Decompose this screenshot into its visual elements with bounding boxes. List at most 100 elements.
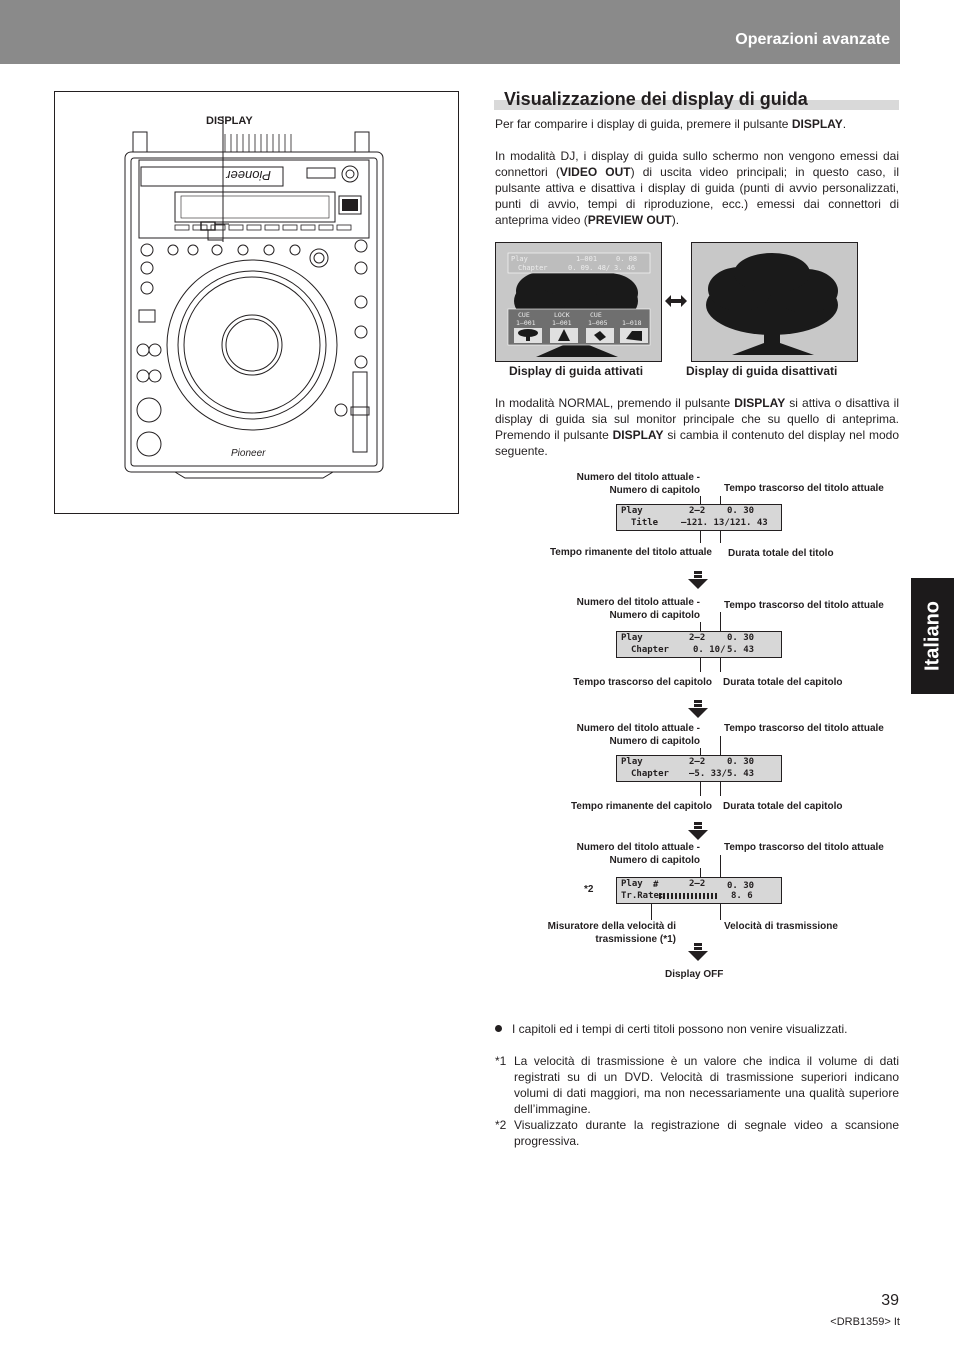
- state1-lcd: Play 2–2 0. 30 Title –121. 13/121. 43: [616, 504, 782, 531]
- screen-row2-c: 3. 46: [614, 264, 635, 272]
- state2-r2c: 5. 43: [727, 645, 755, 655]
- cue2-label: LOCK: [554, 311, 570, 319]
- state2-r1c: 0. 30: [727, 633, 755, 643]
- state3-r2a: Chapter: [631, 769, 669, 779]
- state4-top-left-label: Numero del titolo attuale - Numero di ca…: [576, 842, 700, 866]
- state4-r1hash: #: [653, 880, 659, 890]
- state2-tick-tl: [700, 622, 701, 631]
- state1-r2a: Title: [631, 518, 659, 528]
- state1-bottom-right-label: Durata totale del titolo: [728, 548, 834, 559]
- note-bullet: I capitoli ed i tempi di certi titoli po…: [495, 1021, 899, 1037]
- state4-top-right-label: Tempo trascorso del titolo attuale: [724, 842, 884, 853]
- normal-mode-paragraph: In modalità NORMAL, premendo il pulsante…: [495, 395, 899, 459]
- intro-paragraph-2: In modalità DJ, i display di guida sullo…: [495, 148, 899, 228]
- header-title: Operazioni avanzate: [735, 31, 890, 48]
- state2-r1b: 2–2: [689, 633, 706, 643]
- normal-e: si cambia il contenuto del display nel m…: [495, 428, 899, 458]
- state3-r2c: 5. 43: [727, 769, 755, 779]
- intro-p2-b: VIDEO OUT: [559, 165, 631, 179]
- state1-r1a: Play: [621, 506, 643, 516]
- screen-row2-a: Chapter: [518, 264, 548, 272]
- state3-tick-br: [720, 782, 721, 796]
- state2-tick-bl: [700, 658, 701, 672]
- state4-r2a: Tr.Rate:: [621, 891, 665, 901]
- down-arrow-icon: [688, 822, 708, 845]
- brand-mark-mirrored: Pioneer: [226, 168, 271, 183]
- state2-tick-br: [720, 658, 721, 672]
- normal-a: In modalità NORMAL, premendo il pulsante: [495, 396, 735, 410]
- tree-image-off: [706, 253, 838, 355]
- section-title-underline: [494, 100, 899, 110]
- page-number: 39: [881, 1292, 899, 1309]
- section-title: Visualizzazione dei display di guida: [494, 88, 899, 110]
- bullet-icon: [495, 1025, 502, 1032]
- state2-bottom-right-label: Durata totale del capitolo: [723, 677, 843, 688]
- down-arrow-icon: [688, 571, 708, 594]
- state4-bottom-right-label: Velocità di trasmissione: [724, 921, 838, 932]
- cue4-number: 1–018: [622, 319, 642, 327]
- caption-guide-off: Display di guida disattivati: [686, 364, 838, 378]
- intro-paragraph-1: Per far comparire i display di guida, pr…: [495, 116, 899, 132]
- screen-row1-b: 1–001: [576, 255, 597, 263]
- bitrate-meter: [659, 891, 721, 903]
- state2-top-left-label: Numero del titolo attuale - Numero di ca…: [576, 597, 700, 621]
- state3-tick-tr: [720, 736, 721, 755]
- intro-p2-a: In modalità DJ, i display di guida sullo…: [495, 149, 899, 179]
- guide-display-figure: Play 1–001 0. 08 Chapter 0. 09. 48/ 3. 4…: [495, 242, 858, 362]
- display-off-label: Display OFF: [665, 969, 724, 980]
- screen-row1-c: 0. 08: [616, 255, 637, 263]
- cue3-label: CUE: [590, 311, 602, 319]
- toggle-arrow-icon: [665, 294, 687, 313]
- note-bullet-text: I capitoli ed i tempi di certi titoli po…: [512, 1022, 848, 1036]
- state2-r2a: Chapter: [631, 645, 669, 655]
- normal-c: si attiva o disattiva il display di guid…: [495, 396, 900, 442]
- cue1-number: 1–001: [516, 319, 536, 327]
- intro-p2-d: PREVIEW OUT: [587, 213, 672, 227]
- state4-tick-br: [720, 904, 721, 920]
- state3-top-right-label: Tempo trascorso del titolo attuale: [724, 723, 884, 734]
- screen-guide-off: [691, 242, 858, 362]
- footnote-1-text: La velocità di trasmissione è un valore …: [514, 1054, 899, 1116]
- state1-r1c: 0. 30: [727, 506, 755, 516]
- state3-bottom-right-label: Durata totale del capitolo: [723, 801, 843, 812]
- state3-tick-bl: [700, 782, 701, 796]
- language-tab: Italiano: [911, 578, 954, 694]
- state4-tick-bl: [651, 904, 652, 920]
- state1-r2b: –121. 13/121. 43: [681, 518, 768, 528]
- state4-r1a: Play: [621, 879, 643, 889]
- cue1-label: CUE: [518, 311, 530, 319]
- footnote-1: *1 La velocità di trasmissione è un valo…: [495, 1053, 899, 1117]
- display-callout-label: DISPLAY: [206, 115, 253, 127]
- state4-star-note: *2: [584, 884, 594, 895]
- state3-top-left-label: Numero del titolo attuale - Numero di ca…: [576, 723, 700, 747]
- document-code: <DRB1359> It: [830, 1316, 900, 1328]
- down-arrow-icon: [688, 943, 708, 966]
- brand-mark-bottom: Pioneer: [231, 448, 266, 459]
- intro-p1-end: .: [842, 117, 847, 131]
- state2-bottom-left-label: Tempo trascorso del capitolo: [573, 677, 712, 688]
- tree-image-on: Play 1–001 0. 08 Chapter 0. 09. 48/ 3. 4…: [507, 252, 651, 357]
- caption-guide-on: Display di guida attivati: [509, 364, 644, 378]
- normal-d: DISPLAY: [612, 428, 664, 442]
- device-illustration-box: Pioneer Pioneer: [54, 91, 459, 514]
- screen-row1-a: Play: [511, 255, 528, 263]
- state1-tick-br: [720, 531, 721, 543]
- state3-lcd: Play 2–2 0. 30 Chapter –5. 33/ 5. 43: [616, 755, 782, 782]
- footnote-2: *2 Visualizzato durante la registrazione…: [495, 1117, 899, 1149]
- intro-p2-e: ).: [671, 213, 680, 227]
- state4-r1c: 0. 30: [727, 881, 755, 891]
- state2-top-right-label: Tempo trascorso del titolo attuale: [724, 600, 884, 611]
- header-bar: [0, 0, 900, 64]
- footnote-2-text: Visualizzato durante la registrazione di…: [514, 1118, 899, 1148]
- state2-r2b: 0. 10/: [693, 645, 726, 655]
- state3-tick-tl: [700, 748, 701, 755]
- section-title-text: Visualizzazione dei display di guida: [504, 89, 808, 109]
- state1-tick-tr: [720, 496, 721, 504]
- state4-tick-tr: [720, 855, 721, 877]
- dj-player-illustration: Pioneer Pioneer: [124, 116, 384, 479]
- screen-guide-on: Play 1–001 0. 08 Chapter 0. 09. 48/ 3. 4…: [495, 242, 662, 362]
- state4-bottom-left-label: Misuratore della velocità di trasmission…: [547, 921, 676, 945]
- state4-lcd: Play # 2–2 0. 30 Tr.Rate: 8. 6: [616, 877, 782, 904]
- state1-tick-tl: [700, 496, 701, 504]
- state1-r1b: 2–2: [689, 506, 706, 516]
